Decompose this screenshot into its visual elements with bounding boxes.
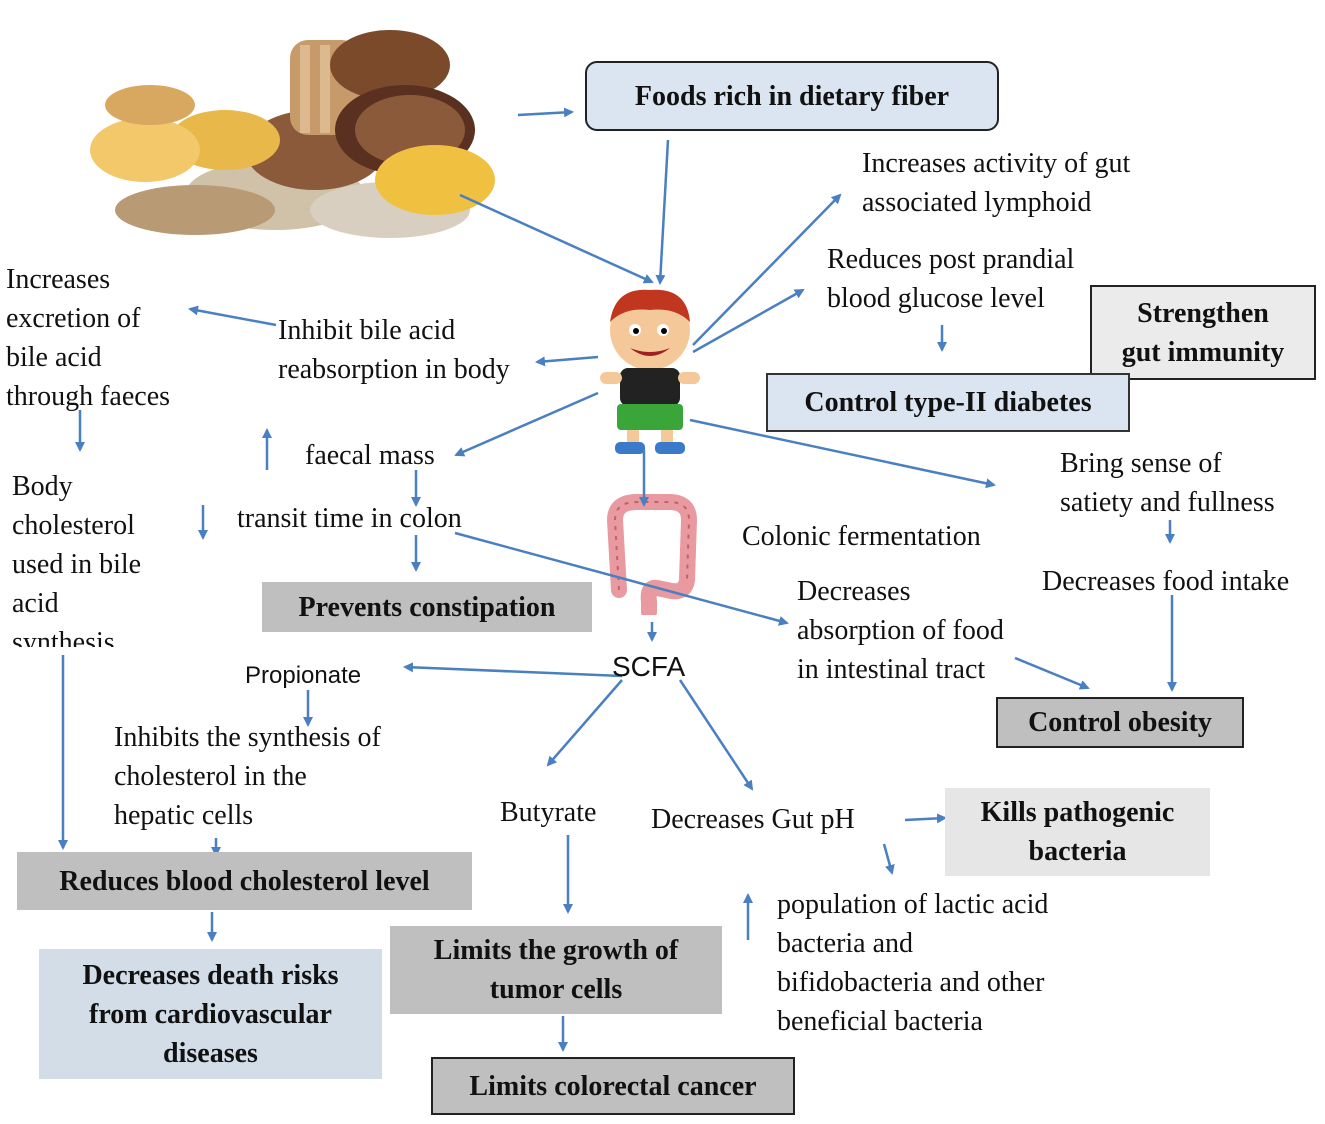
prevents-constipation-box: Prevents constipation — [262, 582, 592, 632]
bring-satiety-text: Bring sense of satiety and fullness — [1060, 448, 1275, 518]
population-lactic-text: population of lactic acid bacteria and b… — [777, 889, 1049, 1037]
foods-rich-box: Foods rich in dietary fiber — [585, 61, 999, 131]
child-image — [600, 289, 700, 454]
transit-time-text: transit time in colon — [237, 503, 462, 534]
colonic-fermentation-text: Colonic fermentation — [742, 521, 981, 552]
inhibits-synthesis-text: Inhibits the synthesis of cholesterol in… — [114, 722, 381, 831]
control-diabetes-box: Control type-II diabetes — [766, 373, 1130, 432]
reduces-cholesterol-box: Reduces blood cholesterol level — [17, 852, 472, 910]
butyrate-text: Butyrate — [500, 797, 597, 828]
kills-pathogenic-box: Kills pathogenic bacteria — [945, 788, 1210, 876]
increases-excretion-text: Increases excretion of bile acid through… — [6, 264, 171, 412]
decreases-absorption-text: Decreases absorption of food in intestin… — [797, 576, 1004, 685]
increases-activity-text: Increases activity of gut associated lym… — [862, 148, 1131, 218]
body-cholesterol-text: Body cholesterol used in bile acid synth… — [12, 471, 142, 647]
control-obesity-box: Control obesity — [996, 697, 1244, 748]
limits-colorectal-box: Limits colorectal cancer — [431, 1057, 795, 1115]
decreases-food-intake-text: Decreases food intake — [1042, 566, 1290, 597]
decreases-death-box: Decreases death risks from cardiovascula… — [39, 949, 382, 1079]
colon-image — [606, 494, 698, 615]
reduces-postprandial-text: Reduces post prandial blood glucose leve… — [827, 244, 1075, 314]
limits-tumor-box: Limits the growth of tumor cells — [390, 926, 722, 1014]
food-image — [90, 30, 495, 238]
propionate-text: Propionate — [245, 662, 362, 689]
strengthen-gut-box: Strengthen gut immunity — [1090, 285, 1316, 380]
faecal-mass-text: faecal mass — [305, 440, 435, 471]
inhibit-bile-text: Inhibit bile acid reabsorption in body — [278, 315, 510, 385]
scfa-text: SCFA — [612, 651, 686, 682]
decreases-gut-ph-text: Decreases Gut pH — [651, 804, 855, 835]
